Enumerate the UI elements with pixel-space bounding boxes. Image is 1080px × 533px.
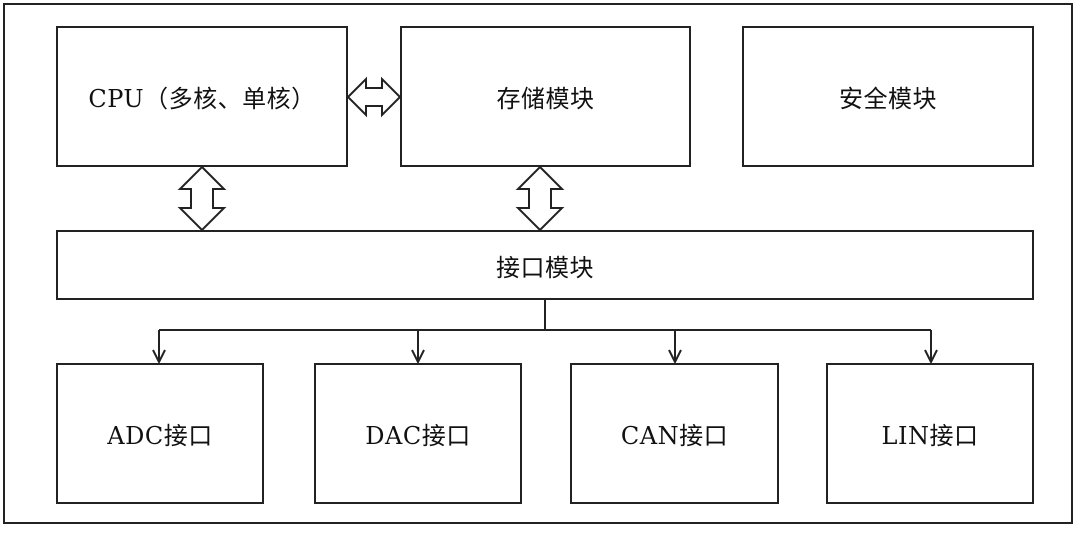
storage-module-label: 存储模块 <box>496 85 595 113</box>
dac-interface-label: DAC接口 <box>365 422 471 450</box>
adc-interface-label: ADC接口 <box>107 422 213 450</box>
cpu-module-label: CPU（多核、单核） <box>88 85 316 113</box>
adc-interface: ADC接口 <box>56 363 264 504</box>
can-interface: CAN接口 <box>570 363 779 504</box>
diagram-frame <box>3 3 1073 524</box>
interface-module: 接口模块 <box>56 230 1034 300</box>
interface-module-label: 接口模块 <box>496 253 594 282</box>
security-module: 安全模块 <box>742 26 1034 167</box>
security-module-label: 安全模块 <box>839 85 937 113</box>
storage-module: 存储模块 <box>400 26 691 167</box>
cpu-module: CPU（多核、单核） <box>56 26 348 167</box>
lin-interface-label: LIN接口 <box>881 422 979 450</box>
dac-interface: DAC接口 <box>314 363 522 504</box>
can-interface-label: CAN接口 <box>620 422 729 450</box>
lin-interface: LIN接口 <box>826 363 1034 504</box>
